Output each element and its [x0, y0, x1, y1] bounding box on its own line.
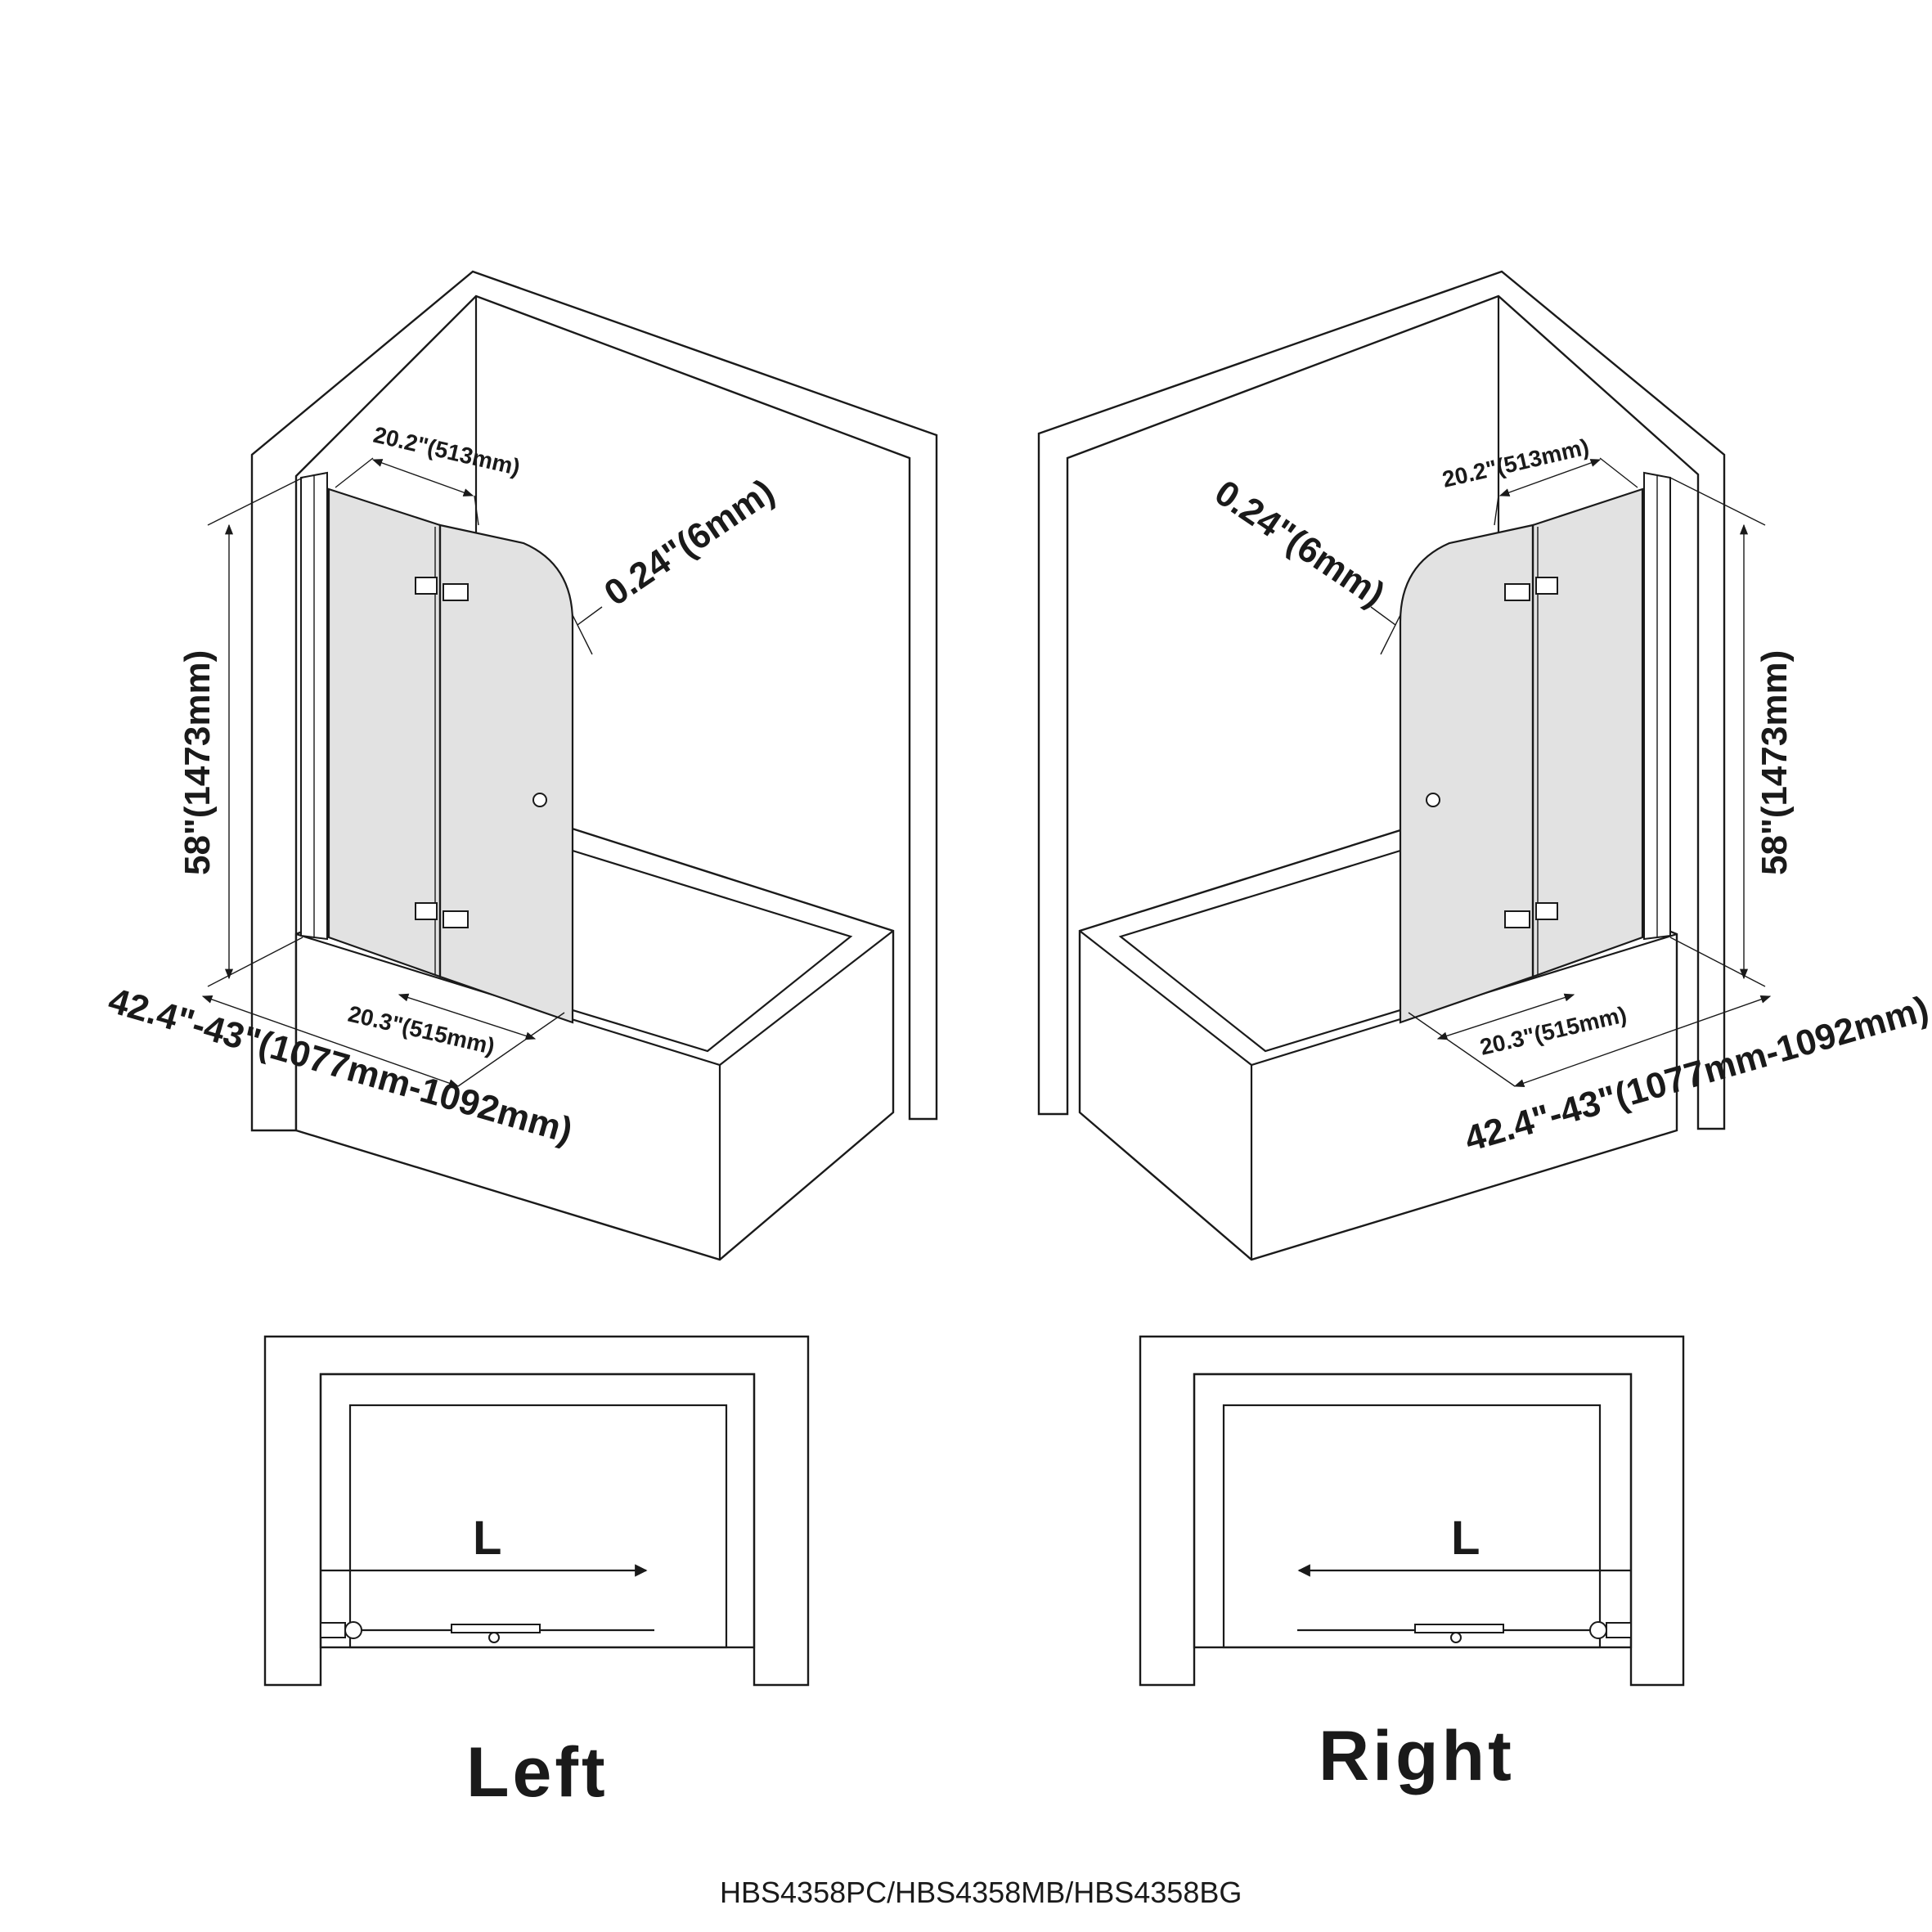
right-dim-top: [1494, 457, 1638, 526]
right-plan-view: L: [1139, 1335, 1685, 1687]
left-door-knob: [532, 793, 547, 807]
right-plan-label: L: [1451, 1512, 1480, 1565]
left-dim-top: [335, 457, 479, 526]
left-dim-thickness: [572, 606, 603, 655]
left-plan-view: L: [263, 1335, 810, 1687]
model-numbers: HBS4358PC/HBS4358MB/HBS4358BG: [720, 1876, 1242, 1909]
left-panel-width-top: 20.2"(513mm): [371, 422, 523, 480]
left-caption: Left: [466, 1733, 609, 1812]
right-dim-thickness: [1370, 606, 1401, 655]
right-dim-total: [1408, 995, 1772, 1087]
right-isometric-view: 20.2"(513mm) 0.24"(6mm) 58"(1473mm) 20.3…: [1037, 270, 1932, 1261]
left-plan-label: L: [473, 1512, 501, 1565]
left-hinge-top: [415, 577, 469, 601]
left-hinge-bottom: [415, 902, 469, 928]
right-thickness-label: 0.24"(6mm): [1207, 473, 1391, 615]
left-plan-hardware: [320, 1621, 654, 1643]
left-wall-outline: [250, 270, 938, 1132]
left-dim-total: [201, 995, 565, 1087]
left-height-label: 58"(1473mm): [177, 650, 218, 875]
right-panel-width-top: 20.2"(513mm): [1440, 434, 1591, 492]
right-swing-glass-panel: [1399, 523, 1534, 1024]
right-door-knob: [1426, 793, 1440, 807]
left-isometric-view: 20.2"(513mm) 0.24"(6mm) 58"(1473mm) 20.3…: [104, 270, 938, 1261]
right-caption: Right: [1319, 1717, 1515, 1795]
right-height-label: 58"(1473mm): [1755, 650, 1795, 875]
left-dim-height: [207, 477, 303, 987]
right-dim-height: [1669, 477, 1766, 987]
right-wall-outline: [1037, 270, 1726, 1130]
left-swing-glass-panel: [438, 523, 574, 1024]
right-plan-hardware: [1297, 1621, 1632, 1643]
left-thickness-label: 0.24"(6mm): [597, 471, 781, 613]
right-hinge-top: [1504, 577, 1558, 601]
right-hinge-bottom: [1504, 902, 1558, 928]
